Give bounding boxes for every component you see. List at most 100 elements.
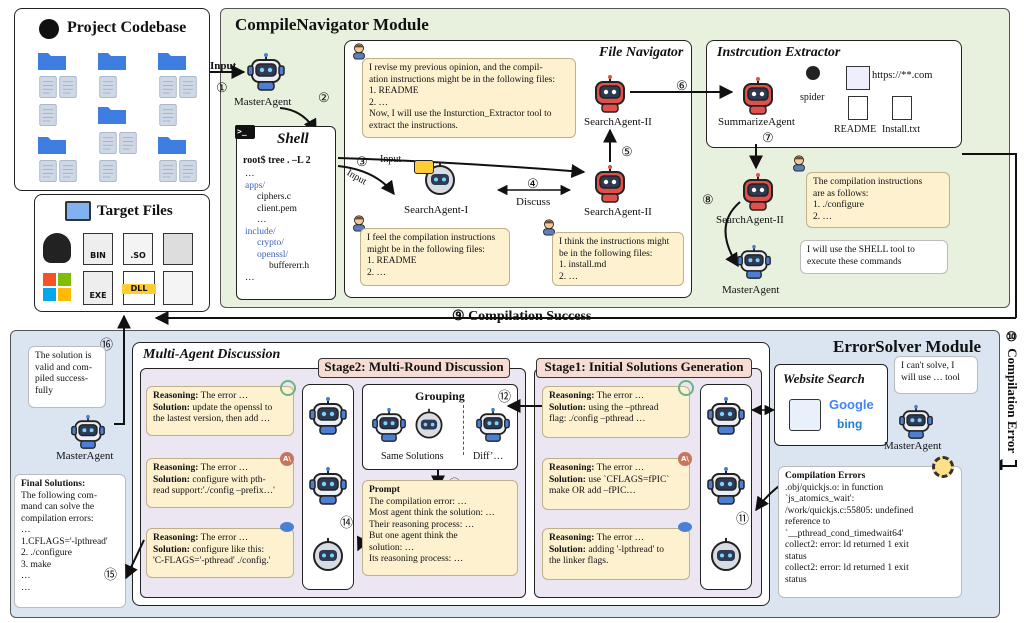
stage1-to-grouping-arrow bbox=[506, 399, 544, 413]
search-agent-ii-right-label: SearchAgent-II bbox=[584, 206, 652, 218]
master-agent-final-label: MasterAgent bbox=[56, 450, 114, 462]
file-icon bbox=[159, 76, 177, 98]
step-3: ③ bbox=[356, 154, 368, 169]
install-label: Install.txt bbox=[882, 124, 921, 135]
google-logo: Google bbox=[829, 397, 874, 412]
search-agent-i-label: SearchAgent-I bbox=[404, 204, 469, 216]
master-agent-error-label: MasterAgent bbox=[884, 440, 942, 452]
step-6: ⑥ bbox=[676, 78, 688, 93]
master-agent-error-robot bbox=[898, 404, 934, 440]
same-group-robot bbox=[415, 407, 443, 439]
search-agent-bubble-top: I revise my previous opinion, and the co… bbox=[362, 58, 576, 138]
step-5: ⑤ bbox=[621, 144, 633, 159]
file-icon bbox=[39, 104, 57, 126]
tree-line: ciphers.c bbox=[257, 192, 292, 202]
file-icon bbox=[59, 76, 77, 98]
tree-line: … bbox=[245, 272, 255, 283]
agent-robot-1 bbox=[707, 396, 745, 435]
step-7: ⑦ bbox=[762, 130, 774, 145]
group-divider bbox=[463, 405, 464, 455]
openai-icon bbox=[678, 380, 694, 396]
target-files-panel: Target Files BIN .SO EXE DLL bbox=[34, 194, 210, 312]
tree-line: buffererr.h bbox=[269, 261, 310, 271]
tree-line: … bbox=[245, 169, 255, 179]
discuss-label: Discuss bbox=[516, 196, 551, 208]
shell-title: Shell bbox=[277, 131, 309, 147]
terminal-icon: >_ bbox=[235, 125, 255, 139]
shell-panel: >_ Shell root$ tree . –L 2 … apps/ ciphe… bbox=[235, 125, 336, 300]
monitor-icon bbox=[65, 201, 91, 221]
chat-icon bbox=[414, 160, 434, 174]
openai-icon bbox=[280, 380, 296, 396]
final-success-bubble: The solution is valid and com- piled suc… bbox=[28, 346, 106, 408]
prompt-box: Prompt The compilation error: … Most age… bbox=[362, 480, 518, 576]
so-file-icon: .SO bbox=[123, 233, 153, 265]
target-files-title: Target Files bbox=[97, 203, 173, 219]
binary-file-icon bbox=[163, 233, 193, 265]
tree-line: apps/ bbox=[245, 180, 266, 191]
stage2-card-2: Reasoning: The error … Solution: configu… bbox=[146, 458, 294, 508]
compilation-flow-lines bbox=[154, 153, 1017, 325]
file-navigator-title: File Navigator bbox=[599, 45, 684, 60]
step-2: ② bbox=[318, 90, 330, 105]
anthropic-icon: A\ bbox=[280, 452, 294, 466]
master-cant-solve-bubble: I can't solve, I will use … tool bbox=[894, 356, 978, 394]
config-file-icon bbox=[163, 271, 193, 305]
stage1-card-2: Reasoning: The error … Solution: use `CF… bbox=[542, 458, 690, 510]
step-11: ⑪ bbox=[736, 511, 750, 526]
spider-label: spider bbox=[800, 92, 825, 103]
tree-line: client.pem bbox=[257, 203, 297, 214]
input-label: Input bbox=[210, 60, 237, 72]
linux-icon bbox=[43, 233, 71, 263]
github-icon bbox=[39, 19, 59, 39]
shell-tool-bubble: I will use the SHELL tool to execute the… bbox=[800, 240, 948, 274]
stage2-card-1: Reasoning: The error … Solution: update … bbox=[146, 386, 294, 436]
readme-file-icon bbox=[848, 96, 868, 120]
compile-navigator-title: CompileNavigator Module bbox=[235, 15, 429, 34]
deepseek-icon bbox=[678, 522, 692, 532]
final-solutions-arrow bbox=[125, 539, 145, 580]
file-icon bbox=[39, 76, 57, 98]
tree-line: openssl/ bbox=[257, 249, 289, 260]
master-agent-label: MasterAgent bbox=[234, 96, 292, 108]
exe-file-icon: EXE bbox=[83, 271, 113, 305]
summarize-agent-robot bbox=[743, 76, 773, 115]
step-14: ⑭ bbox=[340, 515, 354, 530]
compilation-errors-box: Compilation Errors .obj/quickjs.o: in fu… bbox=[778, 466, 962, 598]
bing-logo: bing bbox=[837, 417, 863, 431]
discuss-arrows bbox=[496, 184, 572, 196]
step-1: ① bbox=[216, 80, 228, 95]
project-codebase-title: Project Codebase bbox=[67, 19, 187, 36]
stage2-card-3: Reasoning: The error … Solution: configu… bbox=[146, 528, 294, 578]
tree-line: crypto/ bbox=[257, 238, 284, 248]
folder-icon bbox=[38, 53, 66, 70]
shell-command: root$ tree . –L 2 bbox=[243, 155, 311, 166]
agent-robot-2 bbox=[707, 466, 745, 505]
instructions-bubble: The compilation instructions are as foll… bbox=[806, 172, 950, 228]
compilation-error-label: ⑩ Compilation Error bbox=[1005, 330, 1020, 454]
agent-robot-2 bbox=[309, 466, 347, 505]
tree-line: … bbox=[257, 215, 267, 225]
url-label: https://**.com bbox=[872, 70, 933, 81]
step5-arrow bbox=[603, 128, 617, 162]
web-browser-icon bbox=[789, 399, 821, 431]
spider-icon bbox=[806, 66, 820, 80]
warning-gear-icon bbox=[932, 456, 954, 478]
website-search-panel: Website Search Google bing bbox=[774, 364, 888, 446]
agent-robot-3 bbox=[711, 537, 741, 571]
grouping-title: Grouping bbox=[415, 389, 465, 403]
search-agent-ii-top-robot bbox=[595, 74, 625, 113]
compilation-success-label: ⑨ Compilation Success bbox=[452, 309, 592, 324]
step7-arrow bbox=[749, 144, 763, 170]
project-codebase-panel: Project Codebase bbox=[14, 8, 210, 191]
folder-icon bbox=[98, 53, 126, 70]
stage1-header: Stage1: Initial Solutions Generation bbox=[536, 358, 752, 378]
mad-title: Multi-Agent Discussion bbox=[143, 347, 281, 362]
tree-line: include/ bbox=[245, 226, 276, 237]
step-15: ⑮ bbox=[104, 567, 118, 582]
final-solutions-box: Final Solutions: The following com- mand… bbox=[14, 474, 126, 608]
file-icon bbox=[59, 160, 77, 182]
install-file-icon bbox=[892, 96, 912, 120]
same-group-robot bbox=[371, 407, 407, 443]
step-8: ⑧ bbox=[702, 192, 714, 207]
